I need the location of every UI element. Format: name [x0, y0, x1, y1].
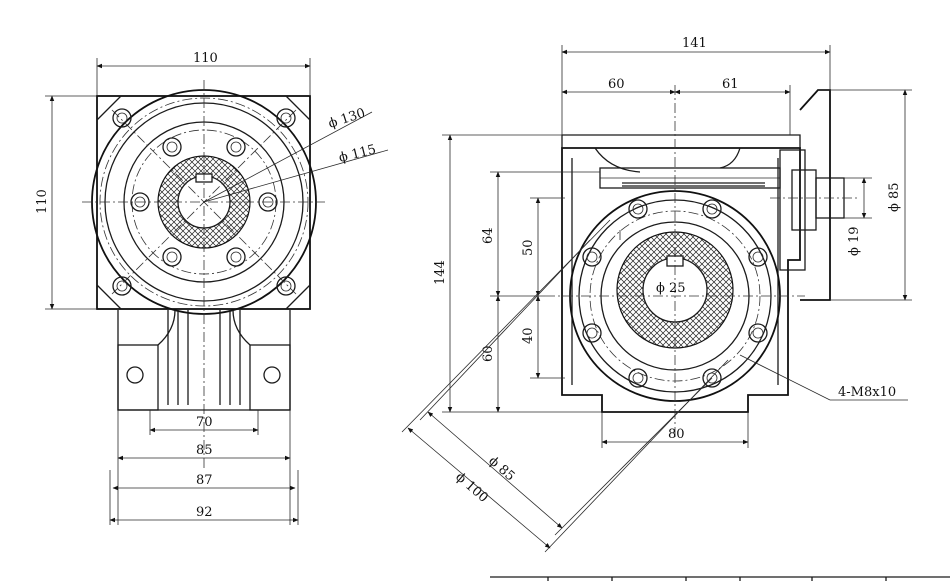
square-flange [96, 95, 311, 310]
dim-h-40: 40 [521, 327, 536, 344]
dim-top-width: 110 [193, 51, 218, 66]
dim-diag-d85: ϕ 85 [485, 454, 517, 485]
dim-h-60: 60 [481, 345, 496, 362]
bolt-note: 4-M8x10 [838, 385, 896, 400]
dim-left-60: 60 [608, 77, 625, 92]
pcd-bolts [130, 137, 278, 267]
dim-base-92: 92 [196, 505, 213, 520]
corner-bolts [112, 108, 296, 296]
dim-pcd-inner: ϕ 115 [337, 142, 377, 166]
dim-h-50: 50 [521, 239, 536, 256]
dim-base-80: 80 [668, 427, 685, 442]
dim-pcd-outer: ϕ 130 [327, 106, 368, 132]
dim-base-85: 85 [196, 443, 213, 458]
left-view: 110 110 ϕ 130 ϕ 115 70 85 87 92 [35, 51, 389, 525]
dim-h-64: 64 [481, 227, 496, 244]
title-block-edge [490, 576, 950, 581]
housing-outline [561, 147, 801, 413]
dim-total-width: 141 [682, 36, 707, 51]
dim-flange-d85: ϕ 85 [887, 182, 902, 212]
dim-right-61: 61 [722, 77, 739, 92]
dim-shaft-d19: ϕ 19 [847, 226, 862, 256]
dim-base-87: 87 [196, 473, 213, 488]
dim-total-height: 144 [433, 260, 448, 285]
output-bolts [582, 199, 768, 388]
right-view: 141 60 61 144 64 60 50 40 ϕ 85 ϕ 19 ϕ 25 [401, 36, 912, 553]
dim-bore-d25: ϕ 25 [656, 281, 686, 296]
dim-base-70: 70 [196, 415, 213, 430]
finned-body [117, 309, 291, 411]
dim-diag-d100: ϕ 100 [452, 470, 490, 506]
dim-left-height: 110 [35, 189, 50, 214]
